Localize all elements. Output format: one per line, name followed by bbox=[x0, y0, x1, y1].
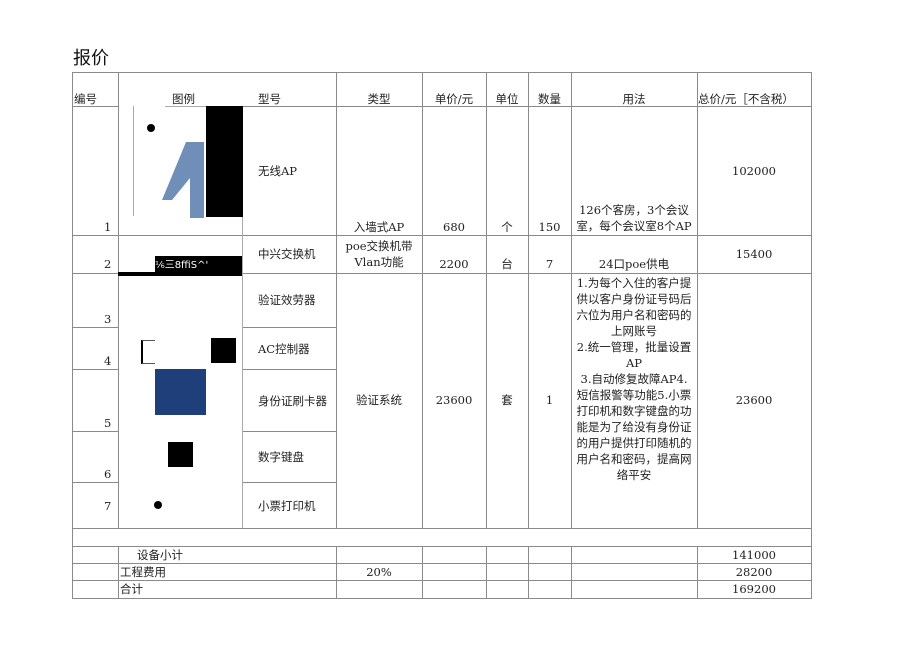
row-qty: 7 bbox=[545, 257, 554, 271]
grand-total-value: 169200 bbox=[732, 582, 776, 596]
row-qty: 150 bbox=[538, 220, 561, 234]
row-model: AC控制器 bbox=[258, 342, 310, 356]
ap-black-bar bbox=[206, 106, 243, 217]
switch-image bbox=[155, 256, 242, 276]
row-no: 6 bbox=[104, 467, 112, 481]
row-unit-price: 680 bbox=[443, 220, 465, 234]
group-unit: 套 bbox=[501, 393, 513, 407]
row-unit: 个 bbox=[501, 220, 513, 234]
subtotal-label: 设备小计 bbox=[137, 548, 183, 562]
header-unit-price: 单价/元 bbox=[434, 92, 474, 106]
wireless-ap-image bbox=[162, 142, 204, 218]
header-model: 型号 bbox=[258, 92, 281, 106]
group-usage: 1.为每个入住的客户提供以客户身份证号码后 六位为用户名和密码的上网账号 2.统… bbox=[576, 276, 692, 482]
subtotal-value: 141000 bbox=[732, 548, 776, 562]
switch-underline bbox=[118, 272, 158, 276]
row-model: 小票打印机 bbox=[258, 499, 316, 513]
keypad-image bbox=[168, 442, 193, 467]
engineering-value: 28200 bbox=[735, 565, 773, 579]
row-model: 无线AP bbox=[258, 164, 298, 178]
header-image: 图例 bbox=[172, 92, 195, 106]
row-total: 15400 bbox=[735, 247, 773, 261]
group-type: 验证系统 bbox=[356, 393, 402, 407]
engineering-label: 工程费用 bbox=[120, 565, 166, 579]
switch-image-caption: ⅙三8ffiS^' bbox=[155, 260, 209, 271]
row-no: 1 bbox=[104, 220, 112, 234]
header-unit: 单位 bbox=[495, 92, 519, 106]
ac-bracket-icon bbox=[141, 340, 155, 364]
row-model: 中兴交换机 bbox=[258, 247, 316, 261]
ac-controller-image bbox=[211, 338, 236, 363]
header-type: 类型 bbox=[367, 92, 391, 106]
group-qty: 1 bbox=[545, 393, 554, 407]
page-title: 报价 bbox=[73, 48, 109, 69]
row-type: 入墙式AP bbox=[353, 220, 405, 234]
row-no: 4 bbox=[104, 354, 112, 368]
row-total: 102000 bbox=[732, 164, 776, 178]
row-unit: 台 bbox=[501, 257, 513, 271]
header-usage: 用法 bbox=[622, 92, 646, 106]
header-qty: 数量 bbox=[538, 92, 561, 106]
row-no: 2 bbox=[104, 257, 112, 271]
row-no: 3 bbox=[104, 312, 112, 326]
header-total: 总价/元［不含税） bbox=[698, 92, 794, 106]
row-usage: 126个客房，3个会议室，每个会议室8个AP bbox=[576, 203, 692, 233]
row-model: 身份证刷卡器 bbox=[258, 394, 327, 408]
ap-dot-icon bbox=[147, 124, 155, 132]
group-unit-price: 23600 bbox=[435, 393, 473, 407]
header-no: 编号 bbox=[74, 92, 97, 106]
row-model: 验证效劳器 bbox=[258, 293, 316, 307]
row-usage: 24口poe供电 bbox=[598, 257, 670, 271]
row-no: 5 bbox=[104, 416, 112, 430]
row-unit-price: 2200 bbox=[439, 257, 469, 271]
row-no: 7 bbox=[104, 499, 112, 513]
group-total: 23600 bbox=[735, 393, 773, 407]
row-model: 数字键盘 bbox=[258, 450, 304, 464]
printer-dot-icon bbox=[154, 501, 162, 509]
id-card-reader-image bbox=[155, 369, 206, 415]
engineering-rate: 20% bbox=[366, 565, 392, 579]
grand-total-label: 合计 bbox=[120, 582, 143, 596]
